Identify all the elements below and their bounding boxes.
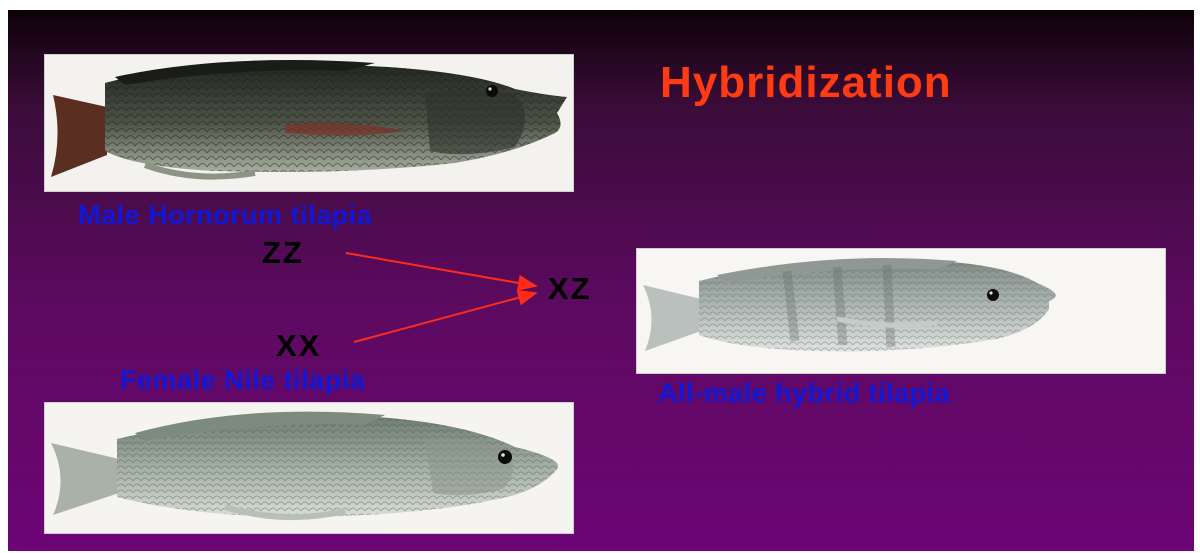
slide: Hybridization — [8, 10, 1194, 551]
female-caption: Female Nile tilapia — [120, 365, 365, 396]
hybrid-caption: All-male hybrid tilapia — [658, 378, 950, 409]
arrow-zz-to-xz — [346, 253, 536, 286]
female-nile-photo — [44, 402, 574, 534]
hybrid-tilapia-photo — [636, 248, 1166, 374]
arrow-xx-to-xz — [354, 293, 536, 342]
